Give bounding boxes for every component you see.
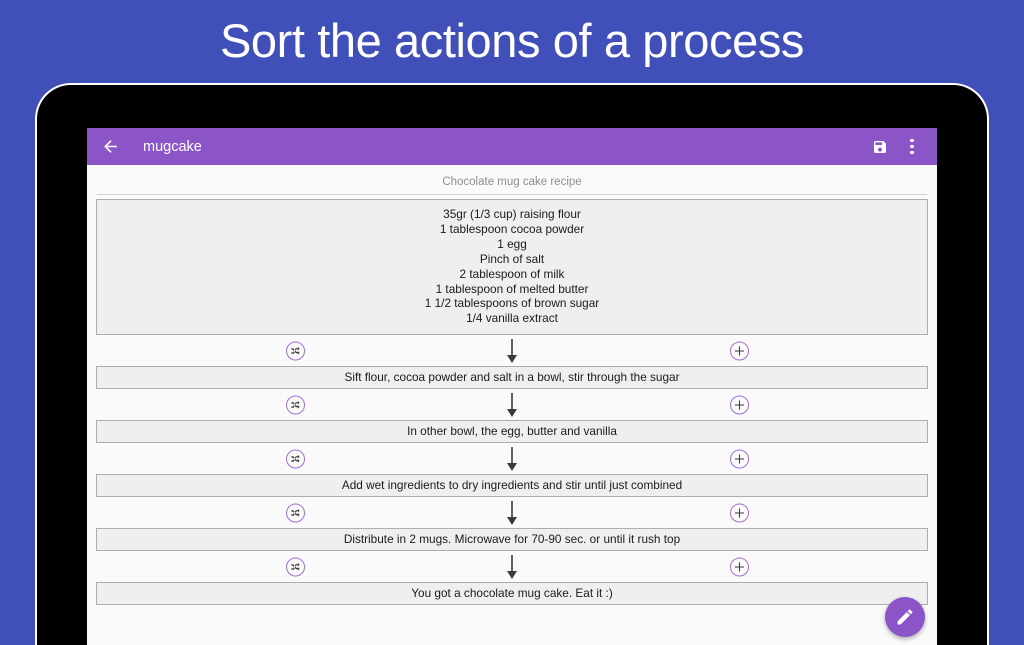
recipe-content: Chocolate mug cake recipe 35gr (1/3 cup)… <box>87 165 937 645</box>
shuffle-circle-icon <box>291 346 300 355</box>
promo-headline: Sort the actions of a process <box>219 14 805 67</box>
step-item[interactable]: You got a chocolate mug cake. Eat it :) <box>96 582 928 606</box>
arrow-down-icon <box>507 392 517 417</box>
edit-fab[interactable] <box>885 597 925 637</box>
shuffle-circle-icon <box>291 562 300 571</box>
plus-circle-icon <box>734 562 745 572</box>
step-item[interactable]: Distribute in 2 mugs. Microwave for 70-9… <box>96 528 928 552</box>
device-frame: mugcake Chocolate mug cake recipe <box>37 85 987 645</box>
add-step-button[interactable] <box>730 395 749 415</box>
add-step-button[interactable] <box>730 503 749 523</box>
shuffle-circle-icon <box>291 400 300 409</box>
plus-circle-icon <box>734 346 745 356</box>
shuffle-button[interactable] <box>286 395 305 415</box>
ingredient-line: 35gr (1/3 cup) raising flour <box>443 207 581 221</box>
overflow-menu-button[interactable] <box>899 134 925 160</box>
app-bar-title: mugcake <box>143 138 202 155</box>
shuffle-circle-icon <box>291 508 300 517</box>
save-floppy-icon <box>874 140 886 153</box>
connector-row <box>96 551 928 582</box>
promo-screenshot: Sort the actions of a process mugcake <box>37 14 987 645</box>
add-step-button[interactable] <box>730 557 749 577</box>
ingredients-card[interactable]: 35gr (1/3 cup) raising flour 1 tablespoo… <box>96 199 928 336</box>
ingredient-line: 1 egg <box>497 236 527 251</box>
step-item[interactable]: Add wet ingredients to dry ingredients a… <box>96 474 928 498</box>
connector-row <box>96 497 928 528</box>
plus-circle-icon <box>734 508 745 518</box>
ingredient-line: 1/4 vanilla extract <box>466 311 558 326</box>
more-vertical-icon <box>910 137 914 157</box>
app-bar: mugcake <box>87 128 937 165</box>
arrow-down-icon <box>507 554 517 579</box>
arrow-down-icon <box>507 338 517 363</box>
title-divider <box>97 194 927 195</box>
shuffle-button[interactable] <box>286 557 305 577</box>
add-step-button[interactable] <box>730 449 749 469</box>
back-button[interactable] <box>97 134 123 160</box>
connector-row <box>96 389 928 420</box>
ingredient-line: 1 tablespoon cocoa powder <box>439 221 585 236</box>
shuffle-button[interactable] <box>286 449 305 469</box>
pencil-edit-icon <box>897 609 913 625</box>
recipe-title: Chocolate mug cake recipe <box>442 176 582 188</box>
app-screen: mugcake Chocolate mug cake recipe <box>87 128 937 645</box>
arrow-left-icon <box>103 140 117 153</box>
shuffle-button[interactable] <box>286 341 305 361</box>
connector-row <box>96 335 928 366</box>
ingredient-line: Pinch of salt <box>479 251 545 266</box>
plus-circle-icon <box>734 454 745 464</box>
plus-circle-icon <box>734 400 745 410</box>
arrow-down-icon <box>507 446 517 471</box>
ingredient-line: 2 tablespoon of milk <box>459 266 565 281</box>
step-item[interactable]: In other bowl, the egg, butter and vanil… <box>96 420 928 444</box>
step-item[interactable]: Sift flour, cocoa powder and salt in a b… <box>96 366 928 390</box>
shuffle-button[interactable] <box>286 503 305 523</box>
ingredient-line: 1 1/2 tablespoons of brown sugar <box>424 296 600 311</box>
arrow-down-icon <box>507 500 517 525</box>
connector-row <box>96 443 928 474</box>
save-button[interactable] <box>867 134 893 160</box>
shuffle-circle-icon <box>291 454 300 463</box>
add-step-button[interactable] <box>730 341 749 361</box>
ingredient-line: 1 tablespoon of melted butter <box>435 281 589 296</box>
